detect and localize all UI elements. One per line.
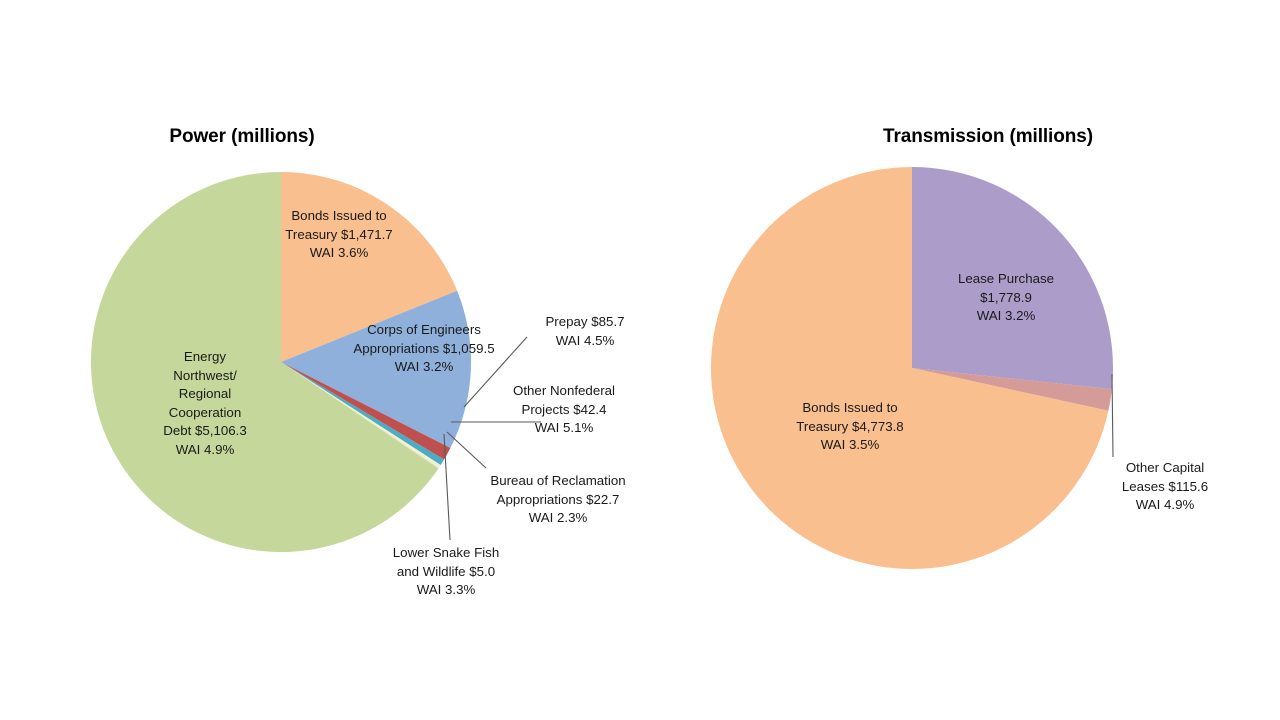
leader-line-bureau-of-reclamation-appropriations (446, 431, 487, 469)
transmission-pie-chart: Transmission (millions) Lease Purchase $… (660, 0, 1280, 720)
pie-slice-prepay[interactable]: Prepay $85.7 WAI 4.5% (281, 362, 451, 460)
pie-label-bonds-issued-to-treasury: Bonds Issued to Treasury $1,471.7 WAI 3.… (285, 208, 393, 260)
pie-label-other-nonfederal-projects: Other Nonfederal Projects $42.4 WAI 5.1% (513, 383, 615, 435)
pie-slice-bonds-issued-to-treasury[interactable]: Bonds Issued to Treasury $4,773.8 WAI 3.… (710, 167, 1109, 570)
pie-slice-bureau-of-reclamation-appropriations[interactable]: Bureau of Reclamation Appropriations $22… (281, 362, 441, 468)
pie-label-bonds-issued-to-treasury: Bonds Issued to Treasury $4,773.8 WAI 3.… (796, 400, 904, 452)
pie-label-prepay: Prepay $85.7 WAI 4.5% (545, 314, 625, 348)
pie-slice-corps-of-engineers-appropriations[interactable]: Corps of Engineers Appropriations $1,059… (281, 290, 471, 449)
power-pie-chart: Power (millions) Bonds Issued to Treasur… (90, 126, 626, 597)
leader-line-lower-snake-fish-and-wildlife (443, 433, 451, 541)
pie-slice-lower-snake-fish-and-wildlife[interactable]: Lower Snake Fish and Wildlife $5.0 WAI 3… (281, 362, 439, 469)
pie-slices: Bonds Issued to Treasury $1,471.7 WAI 3.… (90, 172, 471, 552)
pie-slice-bonds-issued-to-treasury[interactable]: Bonds Issued to Treasury $1,471.7 WAI 3.… (281, 172, 458, 362)
pie-slices: Lease Purchase $1,778.9 WAI 3.2% Other Ca… (710, 167, 1114, 570)
pie-label-bureau-of-reclamation-appropriations: Bureau of Reclamation Appropriations $22… (490, 473, 626, 525)
pie-label-energy-northwest-regional-cooperation-debt: Energy Northwest/ Regional Cooperation D… (163, 349, 247, 457)
pie-slice-energy-northwest-regional-cooperation-debt[interactable]: Energy Northwest/ Regional Cooperation D… (90, 172, 439, 552)
leader-line-other-capital-leases (1111, 373, 1114, 458)
transmission-chart-title: Transmission (millions) (883, 126, 1093, 147)
pie-label-corps-of-engineers-appropriations: Corps of Engineers Appropriations $1,059… (353, 322, 495, 374)
leader-lines (443, 336, 541, 541)
pie-label-lease-purchase: Lease Purchase $1,778.9 WAI 3.2% (957, 271, 1055, 323)
transmission-pie-svg: Lease Purchase $1,778.9 WAI 3.2% Other Ca… (710, 167, 1114, 570)
leader-lines (1111, 373, 1114, 458)
pie-label-other-capital-leases: Other Capital Leases $115.6 WAI 4.9% (1121, 460, 1209, 512)
pie-slice-other-capital-leases[interactable]: Other Capital Leases $115.6 WAI 4.9% (912, 368, 1112, 411)
pie-label-lower-snake-fish-and-wildlife: Lower Snake Fish and Wildlife $5.0 WAI 3… (392, 545, 500, 597)
power-chart-title: Power (millions) (169, 126, 315, 147)
pie-slice-other-nonfederal-projects[interactable]: Other Nonfederal Projects $42.4 WAI 5.1% (281, 362, 445, 466)
pie-slice-lease-purchase[interactable]: Lease Purchase $1,778.9 WAI 3.2% (912, 167, 1114, 390)
leader-line-prepay (463, 336, 528, 408)
power-pie-svg: Bonds Issued to Treasury $1,471.7 WAI 3.… (90, 172, 541, 552)
